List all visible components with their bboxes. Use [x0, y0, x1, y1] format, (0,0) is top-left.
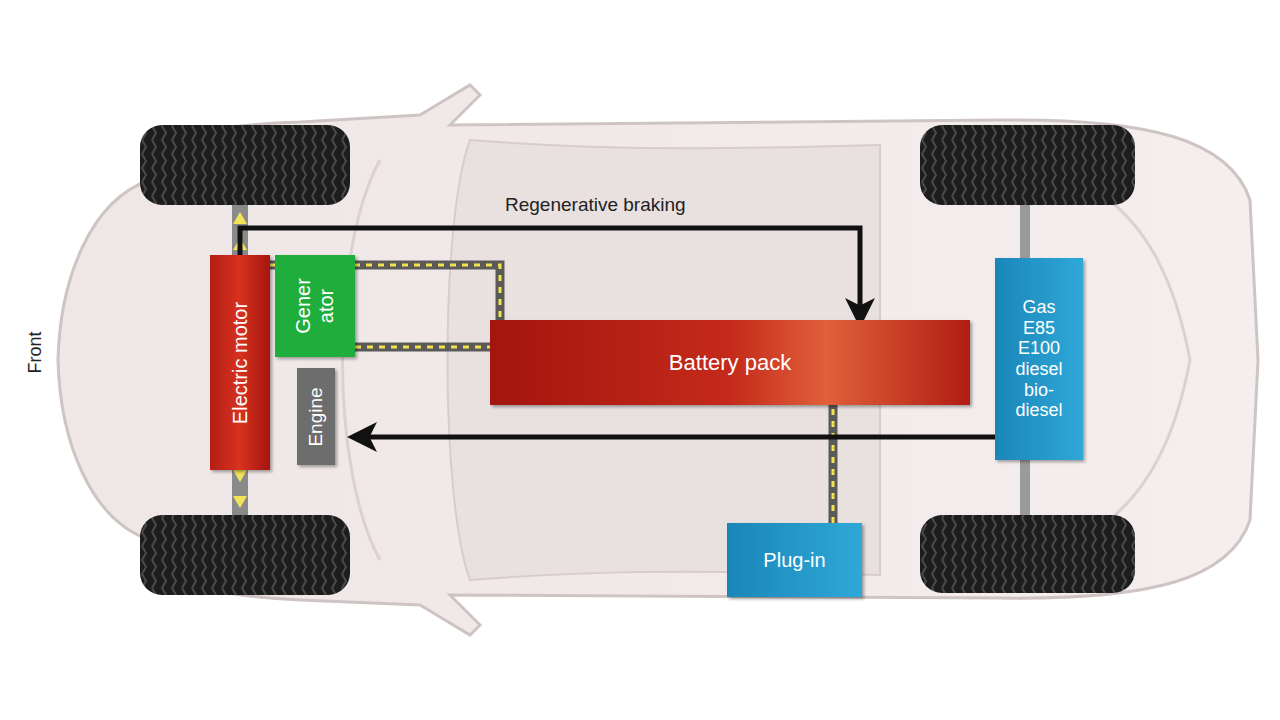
tire [920, 515, 1135, 593]
node-label: Gener ator [292, 278, 338, 334]
tire [920, 125, 1135, 205]
direction-label: Front [24, 331, 45, 373]
plugin-box: Plug-in [727, 523, 862, 597]
battery-box: Battery pack [490, 320, 970, 405]
node-label: Electric motor [229, 301, 252, 423]
flow-arrow [357, 437, 995, 438]
rear-window [950, 150, 1190, 570]
node-label: Plug-in [763, 549, 825, 572]
motor-box: Electric motor [210, 255, 270, 470]
fuel-box: Gas E85 E100 diesel bio- diesel [995, 258, 1083, 460]
power-line [833, 405, 834, 523]
car-body [58, 85, 1258, 635]
generator-box: Gener ator [275, 255, 355, 357]
tire [140, 125, 350, 205]
engine-box: Engine [297, 368, 335, 465]
node-label: Engine [305, 387, 327, 446]
edge-label: Regenerative braking [505, 194, 686, 216]
node-label: Battery pack [669, 350, 791, 375]
tire [140, 515, 350, 595]
windshield [343, 160, 381, 560]
power-line [355, 347, 490, 348]
node-label: Gas E85 E100 diesel bio- diesel [1015, 297, 1062, 421]
